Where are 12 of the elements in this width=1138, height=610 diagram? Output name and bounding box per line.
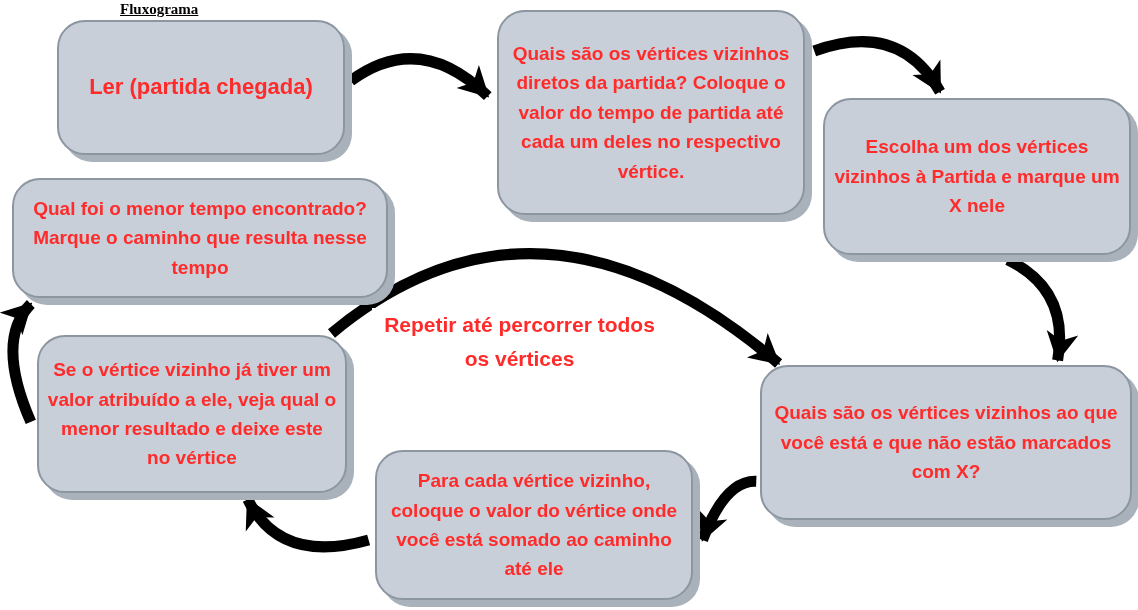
- curved-arrow: [0, 300, 36, 424]
- step-text: Quais são os vértices vizinhos ao que você está e que não estão marcados com X?: [773, 401, 1119, 485]
- curved-arrow: [697, 475, 757, 543]
- curved-arrow: [328, 248, 782, 368]
- step-text: Para cada vértice vizinho, coloque o valor do vértice onde você está somado ao caminho até ele: [389, 469, 679, 582]
- curved-arrow: [812, 36, 945, 95]
- step-text: Se o vértice vizinho já tiver um valor atribuído a ele, veja qual o menor resultado e deixe este no vértice: [47, 358, 337, 471]
- step-text: Quais são os vértices vizinhos diretos da partida? Coloque o valor do tempo de partida até cada um deles no respectivo vértice.: [511, 41, 791, 184]
- step-text: Qual foi o menor tempo encontrado? Marque o caminho que resulta nesse tempo: [32, 196, 368, 280]
- step-text: Ler (partida chegada): [89, 73, 313, 102]
- step-text: Escolha um dos vértices vizinhos à Partida e marque um X nele: [833, 135, 1121, 219]
- title: Fluxograma: [120, 0, 199, 18]
